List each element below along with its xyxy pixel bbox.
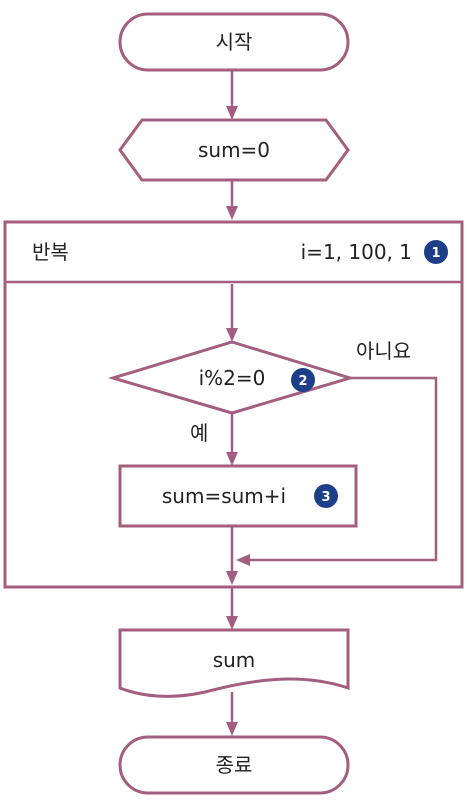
init-label: sum=0 bbox=[198, 138, 270, 162]
arrowhead bbox=[226, 328, 238, 342]
process-label: sum=sum+i bbox=[162, 484, 286, 508]
condition-diamond: i%2=0 bbox=[107, 340, 356, 415]
start-label: 시작 bbox=[216, 30, 253, 54]
output-label: sum bbox=[213, 648, 256, 672]
arrowhead bbox=[236, 554, 250, 566]
arrowhead bbox=[226, 571, 238, 585]
output-document: sum bbox=[118, 628, 350, 698]
svg-text:1: 1 bbox=[431, 246, 440, 261]
end-terminator: 종료 bbox=[118, 735, 350, 795]
yes-branch-label: 예 bbox=[190, 421, 208, 445]
arrowhead bbox=[226, 206, 238, 220]
condition-label: i%2=0 bbox=[199, 366, 266, 390]
condition-badge: 2 bbox=[291, 368, 315, 392]
end-label: 종료 bbox=[216, 753, 253, 777]
svg-text:2: 2 bbox=[298, 374, 307, 389]
svg-text:3: 3 bbox=[321, 490, 330, 505]
arrowhead bbox=[226, 452, 238, 466]
connectors bbox=[226, 70, 438, 736]
no-branch-label: 아니요 bbox=[356, 339, 411, 363]
start-terminator: 시작 bbox=[118, 12, 350, 72]
loop-title: 반복 bbox=[32, 240, 69, 264]
init-step: sum=0 bbox=[118, 118, 350, 182]
arrowhead bbox=[226, 722, 238, 736]
arrowhead bbox=[226, 616, 238, 630]
loop-range: i=1, 100, 1 bbox=[301, 240, 412, 264]
arrowhead bbox=[226, 106, 238, 120]
process-badge: 3 bbox=[314, 484, 338, 508]
loop-badge: 1 bbox=[424, 240, 448, 264]
